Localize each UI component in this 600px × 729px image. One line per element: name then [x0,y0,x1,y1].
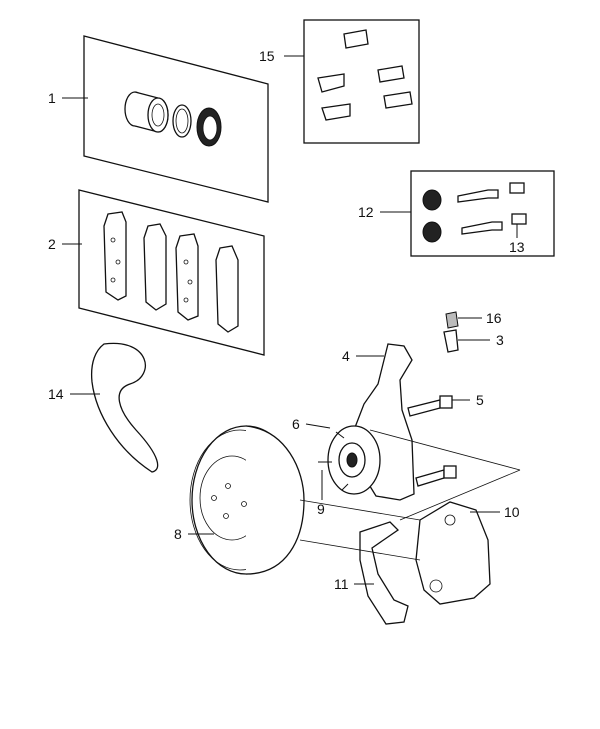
clip-hardware-panel [303,19,420,144]
callout-13: 13 [509,239,525,255]
callout-8: 8 [174,526,182,542]
callout-2: 2 [48,236,56,252]
knuckle-bolt-part [407,399,441,417]
callout-14: 14 [48,386,64,402]
callout-12: 12 [358,204,374,220]
callout-6: 6 [292,416,300,432]
callout-5: 5 [476,392,484,408]
guide-pin-kit-panel [410,170,555,257]
brake-rotor-part [189,425,305,575]
wheel-hub-part [318,425,381,495]
brake-caliper-part [415,501,491,605]
callout-15: 15 [259,48,275,64]
callout-9: 9 [317,501,325,517]
dust-shield-part [90,342,159,473]
callout-10: 10 [504,504,520,520]
callout-4: 4 [342,348,350,364]
callout-16: 16 [486,310,502,326]
callout-3: 3 [496,332,504,348]
bleeder-screw-part [443,329,459,353]
bleeder-cap-part [445,311,459,329]
brake-pads-panel [78,189,265,356]
caliper-bracket-part [359,521,409,625]
callout-1: 1 [48,90,56,106]
callout-11: 11 [334,576,349,592]
piston-seal-kit-panel [83,35,269,203]
